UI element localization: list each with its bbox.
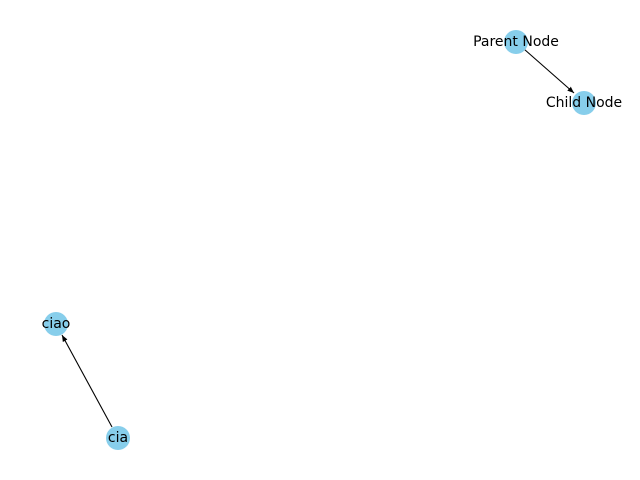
node-child-label: Child Node [546, 95, 622, 111]
edge-parent-to-child [515, 41, 575, 94]
edges-layer [61, 41, 575, 428]
edge-cia-to-ciao [61, 334, 113, 428]
node-parent-label: Parent Node [473, 34, 559, 50]
node-ciao-circle [44, 312, 68, 336]
node-cia[interactable]: cia [106, 426, 130, 450]
node-ciao[interactable]: ciao [42, 312, 71, 336]
node-cia-label: cia [108, 430, 128, 446]
node-parent[interactable]: Parent Node [473, 30, 559, 54]
node-child[interactable]: Child Node [546, 91, 622, 115]
node-cia-circle [106, 426, 130, 450]
nodes-layer: Parent Node Child Node ciao cia [42, 30, 622, 450]
node-ciao-label: ciao [42, 316, 71, 332]
node-child-circle [572, 91, 596, 115]
node-parent-circle [504, 30, 528, 54]
